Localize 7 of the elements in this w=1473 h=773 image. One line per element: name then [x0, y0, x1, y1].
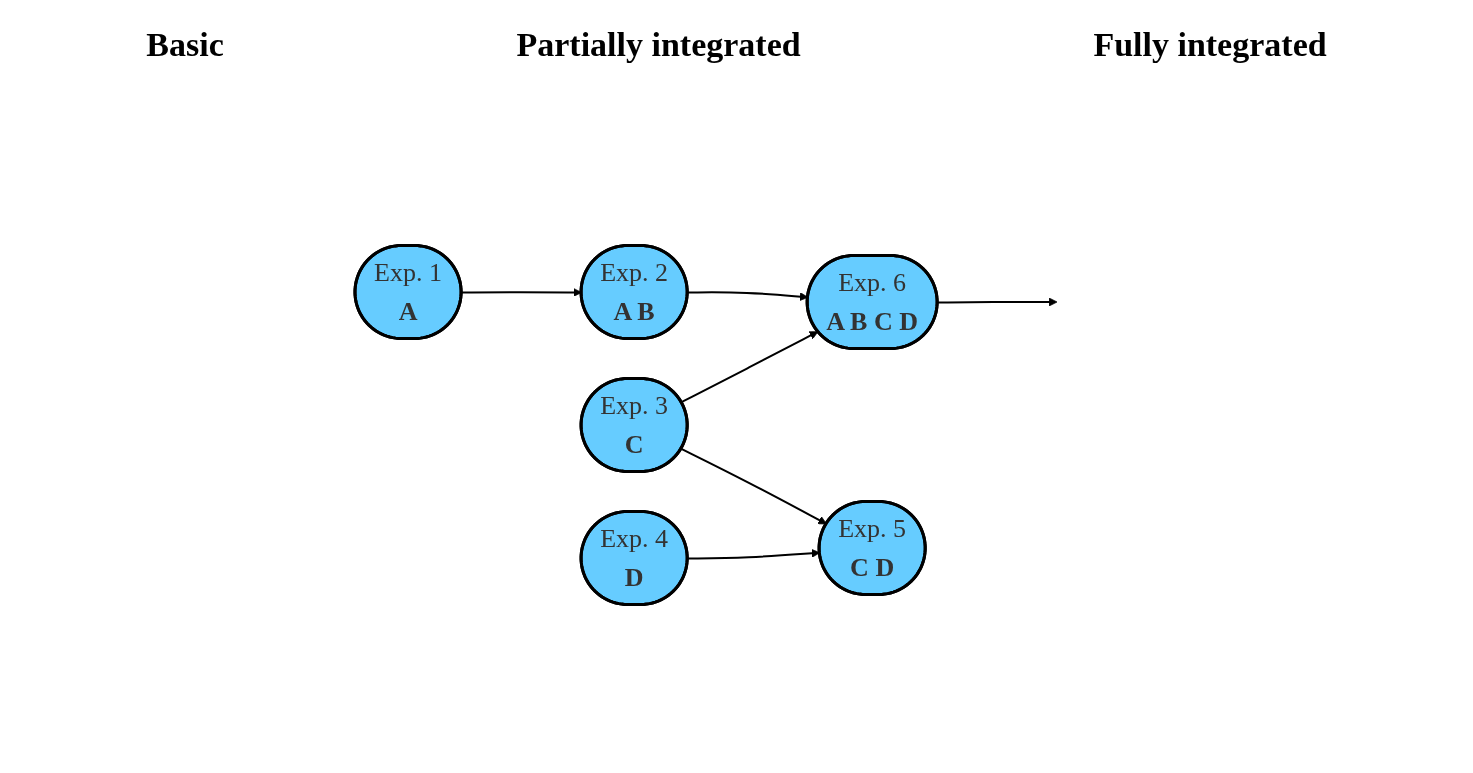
- arrow: [937, 297, 1058, 307]
- column-heading: Partially integrated: [516, 26, 801, 64]
- arrow: [687, 291, 809, 301]
- arrow: [680, 447, 828, 525]
- column-heading: Basic: [146, 26, 224, 64]
- column-heading: Fully integrated: [1093, 26, 1327, 64]
- arrow: [680, 331, 819, 404]
